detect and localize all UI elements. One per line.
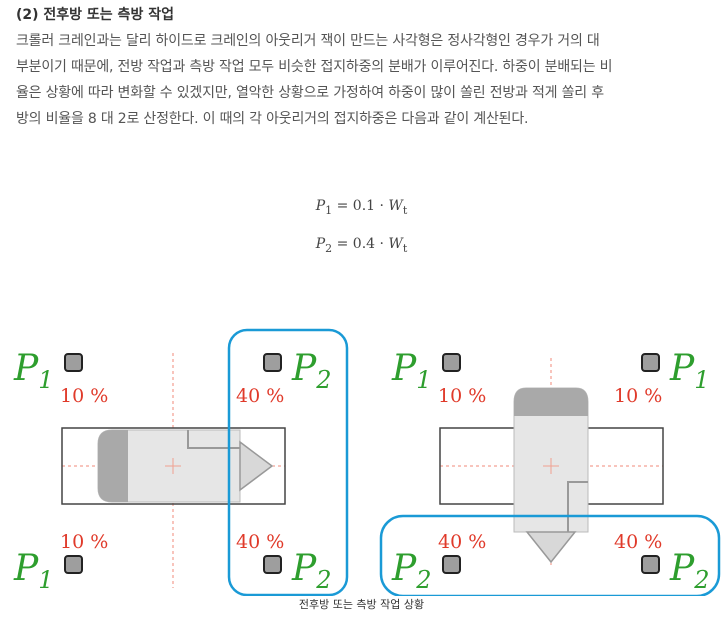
paragraph-line: 방의 비율을 8 대 2로 산정한다. 이 때의 각 아웃리거의 접지하중은 다… bbox=[16, 111, 529, 127]
body-paragraph: 크롤러 크레인과는 달리 하이드로 크레인의 아웃리거 잭이 만드는 사각형은 … bbox=[16, 28, 716, 132]
load-percent: 40 % bbox=[614, 531, 662, 553]
formula-lhs-sub: 2 bbox=[325, 241, 333, 255]
outrigger-pad-icon bbox=[442, 555, 461, 574]
load-label: P2 bbox=[291, 348, 332, 394]
formula-lhs-sub: 1 bbox=[325, 203, 333, 217]
load-percent: 10 % bbox=[60, 385, 108, 407]
boom-bracket bbox=[187, 430, 240, 449]
formula-eq: = 0.4 · bbox=[336, 236, 389, 252]
side-work-diagram: P1 P2 P1 P2 10 % 40 % 10 % 40 % bbox=[13, 328, 349, 596]
formula-var-sub: t bbox=[402, 241, 408, 255]
load-label: P1 bbox=[669, 348, 710, 394]
load-percent: 40 % bbox=[438, 531, 486, 553]
load-label: P2 bbox=[669, 548, 710, 594]
paragraph-line: 부분이기 때문에, 전방 작업과 측방 작업 모두 비슷한 접지하중의 분배가 … bbox=[16, 59, 613, 75]
outrigger-pad-icon bbox=[641, 555, 660, 574]
heavy-load-highlight bbox=[379, 514, 721, 596]
outrigger-pad-icon bbox=[442, 353, 461, 372]
load-label: P2 bbox=[291, 548, 332, 594]
load-label: P1 bbox=[13, 348, 54, 394]
section-heading: (2) 전후방 또는 측방 작업 bbox=[16, 7, 174, 23]
heavy-load-highlight bbox=[227, 328, 349, 596]
formula-lhs: P bbox=[315, 198, 326, 214]
formula-var: W bbox=[388, 236, 403, 252]
figure-caption: 전후방 또는 측방 작업 상황 bbox=[298, 598, 425, 611]
formula-var: W bbox=[388, 198, 403, 214]
load-label: P2 bbox=[391, 548, 432, 594]
load-label: P1 bbox=[13, 548, 54, 594]
load-percent: 10 % bbox=[438, 385, 486, 407]
outrigger-pad-icon bbox=[641, 353, 660, 372]
paragraph-line: 크롤러 크레인과는 달리 하이드로 크레인의 아웃리거 잭이 만드는 사각형은 … bbox=[16, 33, 600, 49]
outrigger-pad-icon bbox=[263, 555, 282, 574]
outrigger-load-diagram: P1 P2 P1 P2 10 % 40 % 10 % 40 % P1 P1 P2… bbox=[13, 328, 721, 596]
outrigger-pad-icon bbox=[64, 353, 83, 372]
formula-lhs: P bbox=[315, 236, 326, 252]
front-work-diagram: P1 P1 P2 P2 10 % 10 % 40 % 40 % bbox=[379, 348, 721, 596]
crane-cab bbox=[514, 388, 588, 416]
boom-tip bbox=[239, 440, 274, 492]
load-percent: 10 % bbox=[614, 385, 662, 407]
chassis-frame bbox=[61, 427, 286, 505]
formula-p1: P1 = 0.1 · Wt bbox=[0, 198, 723, 217]
load-percent: 40 % bbox=[236, 531, 284, 553]
outrigger-pad-icon bbox=[263, 353, 282, 372]
formula-eq: = 0.1 · bbox=[336, 198, 389, 214]
load-percent: 40 % bbox=[236, 385, 284, 407]
crane-cab bbox=[98, 430, 128, 502]
paragraph-line: 율은 상황에 따라 변화할 수 있겠지만, 열악한 상황으로 가정하여 하중이 … bbox=[16, 85, 604, 101]
load-label: P1 bbox=[391, 348, 432, 394]
outrigger-pad-icon bbox=[64, 555, 83, 574]
formula-var-sub: t bbox=[402, 203, 408, 217]
formula-p2: P2 = 0.4 · Wt bbox=[0, 236, 723, 255]
boom-tip bbox=[525, 531, 577, 564]
load-percent: 10 % bbox=[60, 531, 108, 553]
